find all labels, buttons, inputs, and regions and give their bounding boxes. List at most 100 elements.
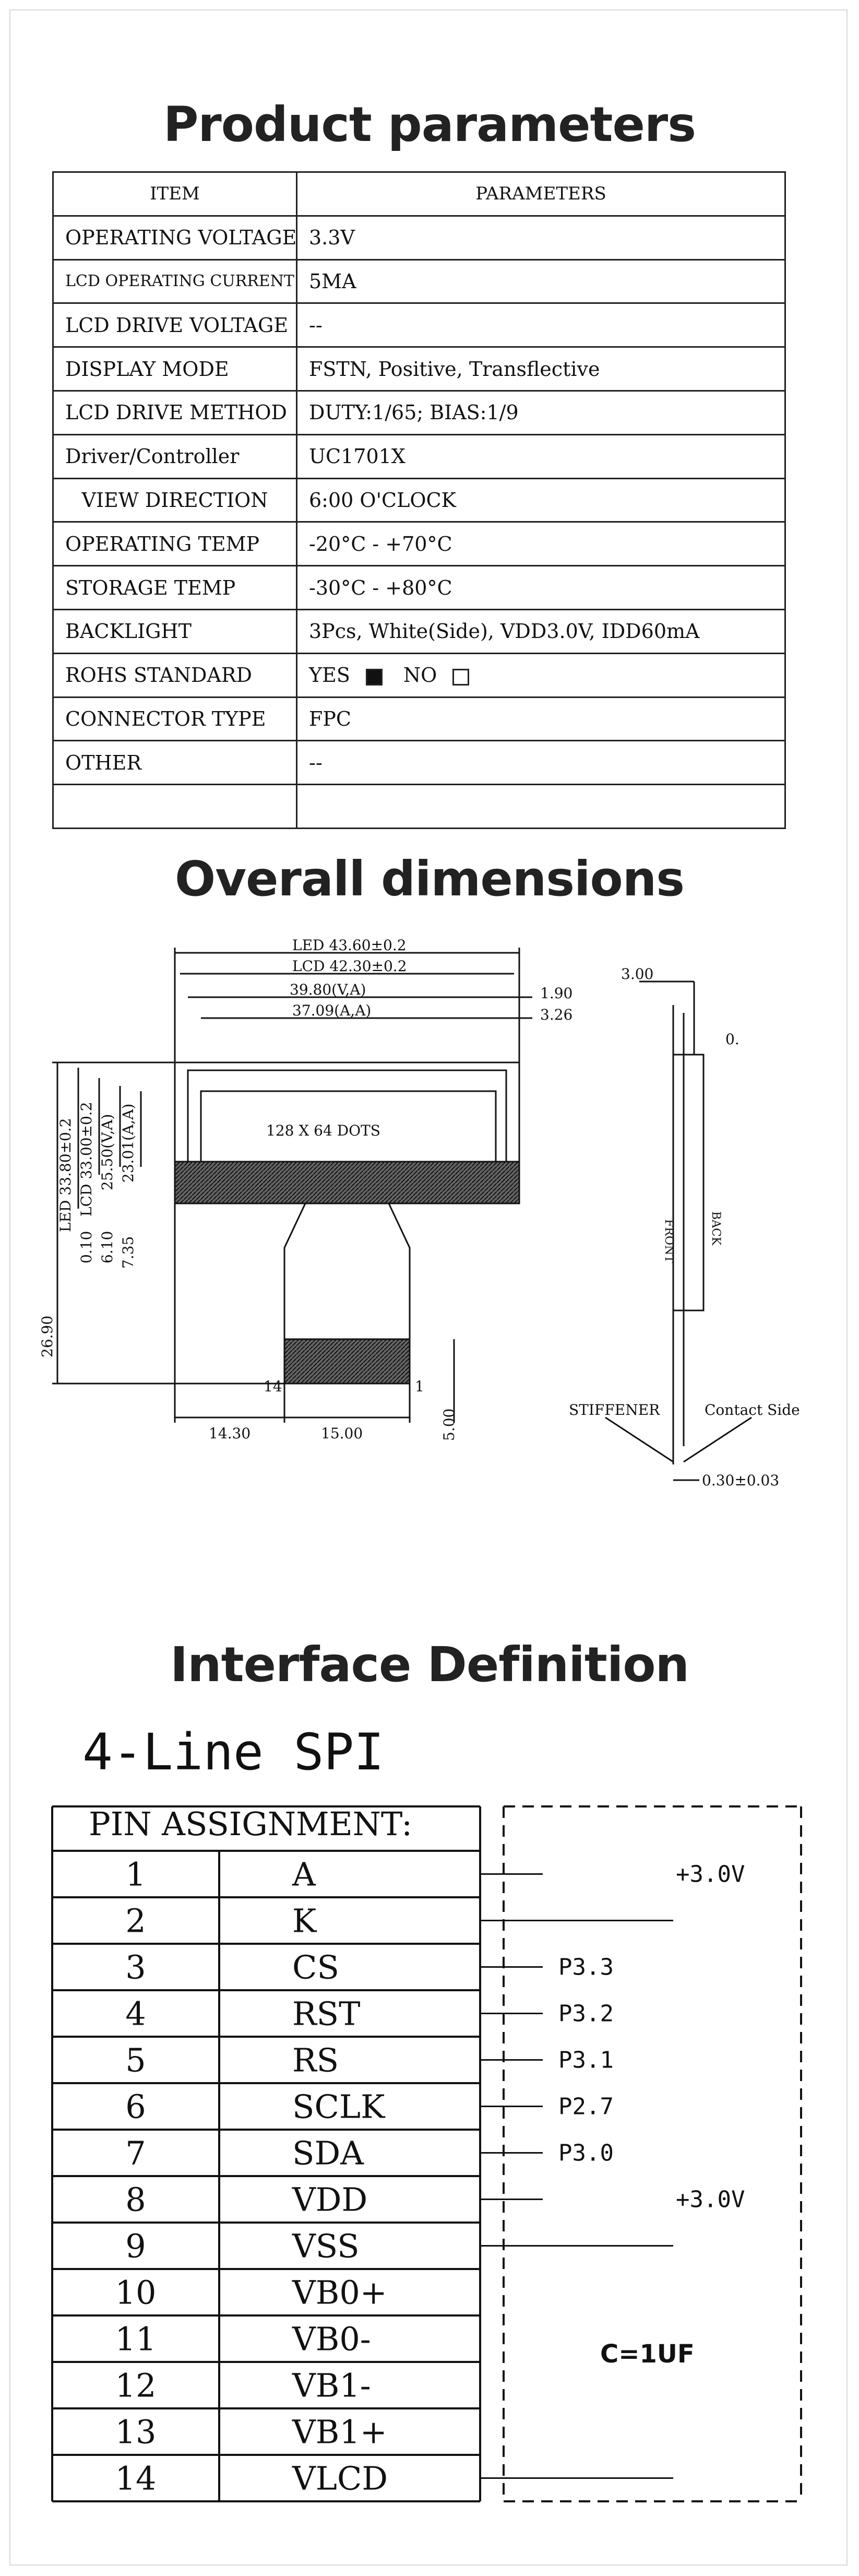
param-item: Driver/Controller: [52, 433, 297, 479]
param-value: YES NO: [296, 652, 786, 698]
pin-number: 12: [115, 2367, 157, 2405]
dim-led-width: LED 43.60±0.2: [292, 937, 407, 954]
param-item: LCD DRIVE METHOD: [52, 389, 297, 435]
dim-total-height: 26.90: [39, 1316, 56, 1357]
param-value: 3Pcs, White(Side), VDD3.0V, IDD60mA: [296, 608, 786, 654]
pin-name: RS: [292, 2041, 339, 2079]
side-0: 0.: [725, 1031, 739, 1048]
dim-aa-height: 23.01(A,A): [120, 1104, 137, 1183]
param-value: 5MA: [296, 258, 786, 304]
param-value: -30°C - +80°C: [296, 565, 786, 610]
dim-aa-width: 37.09(A,A): [292, 1002, 371, 1019]
pin-number: 6: [125, 2088, 146, 2126]
cap-label: C=1UF: [600, 2339, 695, 2369]
overall-dimensions-title: Overall dimensions: [174, 851, 685, 907]
dim-right-1: 1.90: [540, 985, 572, 1002]
param-item: OTHER: [52, 740, 297, 786]
pin-net-label: P3.1: [558, 2047, 614, 2074]
spi-mode-title: 4-Line SPI: [82, 1723, 384, 1781]
parameters-row: STORAGE TEMP-30°C - +80°C: [52, 565, 786, 610]
param-item: OPERATING TEMP: [52, 521, 297, 567]
pin-number: 10: [115, 2274, 157, 2312]
contact-side-label: Contact Side: [705, 1401, 800, 1419]
dim-right-2: 3.26: [540, 1006, 572, 1023]
pin-number: 8: [125, 2181, 146, 2219]
param-value: FPC: [296, 696, 786, 742]
param-value: [296, 784, 786, 829]
dim-fpc-width: 15.00: [321, 1425, 363, 1442]
pin-name: VSS: [292, 2227, 360, 2265]
pin-name: RST: [292, 1995, 361, 2033]
pin-name: VLCD: [292, 2460, 388, 2498]
param-item: ROHS STANDARD: [52, 652, 297, 698]
pin-number: 14: [115, 2460, 157, 2498]
pin-net-label: P2.7: [558, 2094, 614, 2120]
dim-lcd-width: LCD 42.30±0.2: [292, 958, 407, 975]
pin-number: 7: [125, 2134, 146, 2172]
dots-label: 128 X 64 DOTS: [266, 1122, 380, 1139]
param-value: --: [296, 740, 786, 786]
front-label: FRONT: [662, 1219, 675, 1263]
pin-net-label: +3.0V: [676, 1861, 745, 1888]
pin-name: VB1-: [292, 2367, 371, 2405]
fpc-pin1: 1: [415, 1378, 424, 1395]
param-value: DUTY:1/65; BIAS:1/9: [296, 389, 786, 435]
parameters-row: OPERATING TEMP-20°C - +70°C: [52, 521, 786, 567]
param-item: DISPLAY MODE: [52, 346, 297, 392]
pin-number: 13: [115, 2413, 157, 2451]
header-item: ITEM: [52, 171, 297, 217]
param-value: -20°C - +70°C: [296, 521, 786, 567]
rohs-no-label: NO: [403, 664, 437, 687]
param-item: [52, 784, 297, 829]
pin-name: SCLK: [292, 2088, 386, 2126]
pin-name: VB0-: [292, 2320, 371, 2358]
pin-name: VB0+: [292, 2274, 387, 2312]
pin-number: 11: [115, 2320, 157, 2358]
param-item: CONNECTOR TYPE: [52, 696, 297, 742]
pin-net-label: P3.0: [558, 2140, 614, 2167]
pin-name: VDD: [292, 2181, 367, 2219]
param-value: 6:00 O'CLOCK: [296, 477, 786, 523]
rohs-yes-checkbox: [365, 668, 383, 686]
dim-va-height: 25.50(V,A): [99, 1114, 116, 1190]
pin-net-label: P3.2: [558, 2001, 614, 2027]
pin-number: 3: [125, 1948, 146, 1987]
pin-number: 4: [125, 1995, 146, 2033]
product-parameters-title: Product parameters: [163, 97, 696, 152]
page-frame: [9, 9, 848, 2566]
parameters-row: [52, 784, 786, 829]
interface-definition-title: Interface Definition: [170, 1637, 689, 1693]
stiffener-label: STIFFENER: [569, 1401, 660, 1419]
dim-v3: 7.35: [120, 1236, 137, 1269]
dim-led-height: LED 33.80±0.2: [57, 1118, 74, 1232]
pin-net-label: +3.0V: [676, 2187, 745, 2213]
rohs-no-checkbox: [452, 668, 470, 686]
thickness-label: 0.30±0.03: [702, 1472, 779, 1489]
pin-number: 5: [125, 2041, 146, 2079]
pin-name: A: [292, 1856, 316, 1894]
fpc-pin14: 14: [264, 1378, 282, 1395]
param-value: FSTN, Positive, Transflective: [296, 346, 786, 392]
param-value: 3.3V: [296, 215, 786, 261]
dim-v2: 6.10: [99, 1231, 116, 1263]
pin-name: CS: [292, 1948, 339, 1987]
rohs-yes-label: YES: [309, 664, 350, 687]
pin-number: 9: [125, 2227, 146, 2265]
pin-name: VB1+: [292, 2413, 387, 2451]
param-item: BACKLIGHT: [52, 608, 297, 654]
dimension-drawing: LED 43.60±0.2 LCD 42.30±0.2 39.80(V,A) 3…: [39, 937, 800, 1489]
pin-net-label: P3.3: [558, 1954, 614, 1981]
back-label: BACK: [709, 1211, 722, 1246]
parameters-row: LCD DRIVE VOLTAGE--: [52, 302, 786, 348]
dim-v1: 0.10: [78, 1231, 95, 1263]
